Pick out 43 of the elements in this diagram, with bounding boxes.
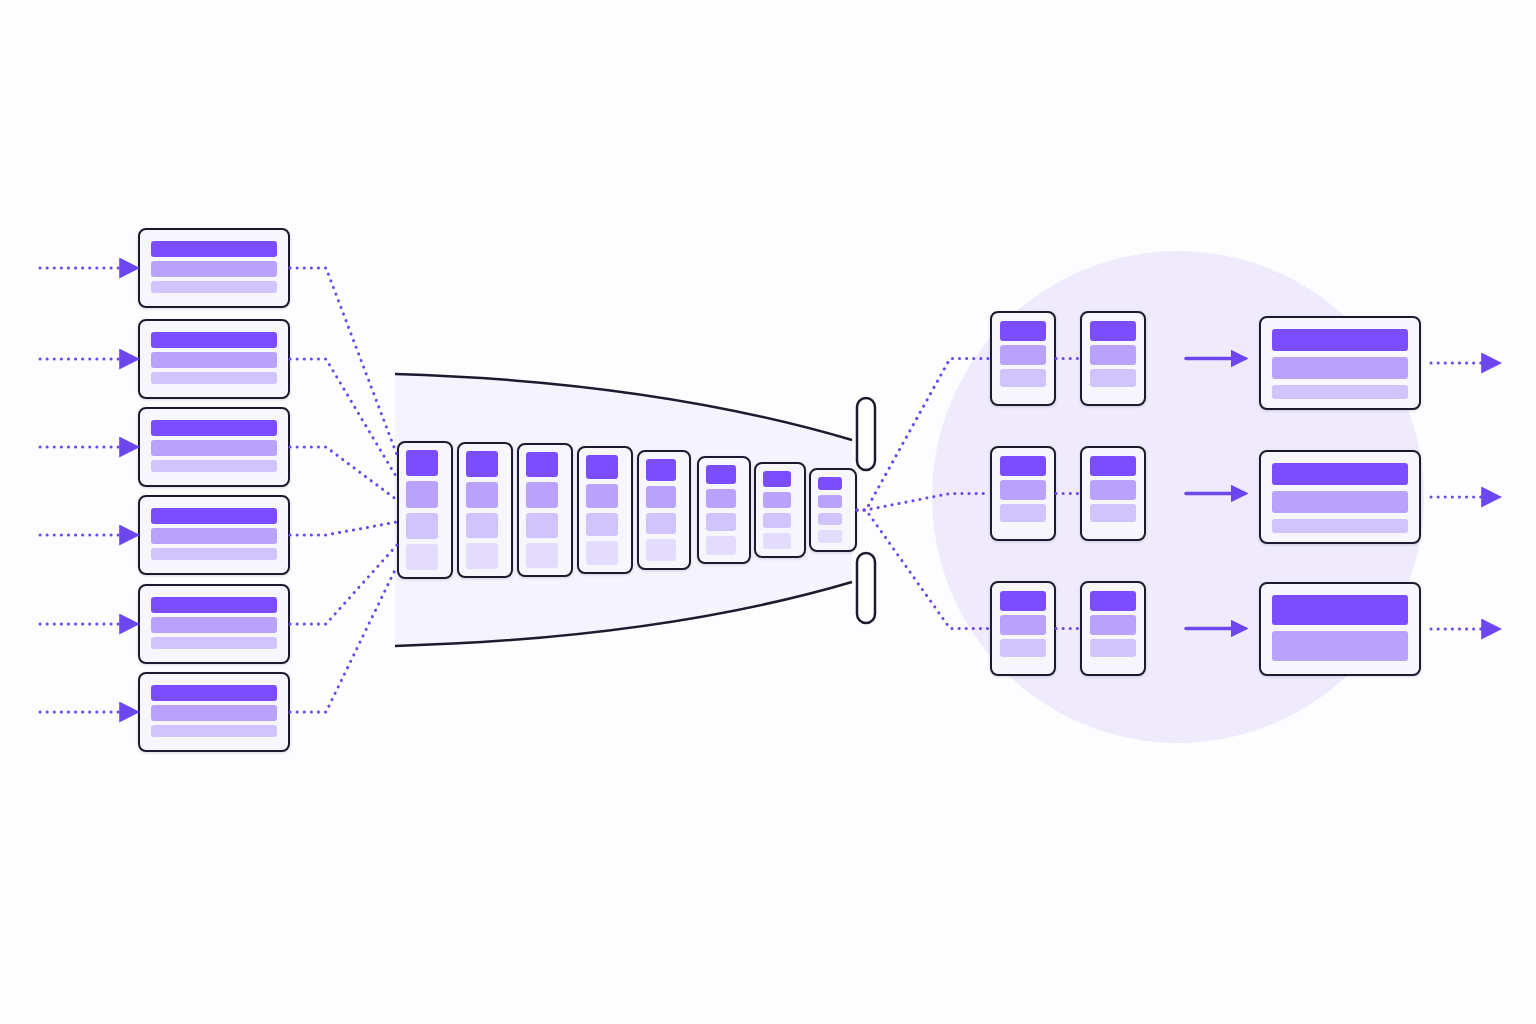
card [1259,316,1421,410]
card [517,443,573,577]
arrow [38,348,141,370]
card [1259,582,1421,676]
card [697,456,751,564]
arrow [1429,486,1503,508]
arrow [38,257,141,279]
dotted-connector [1054,357,1082,360]
dotted-connector [1054,492,1082,495]
arrow [1184,349,1249,368]
card [138,228,290,308]
card [138,584,290,664]
card [397,441,453,579]
card [637,450,691,570]
arrow [38,436,141,458]
dotted-connector [288,543,399,626]
card [1080,581,1146,676]
card [809,468,857,552]
card [990,311,1056,406]
dotted-connector [1054,627,1082,630]
card [138,407,290,487]
card [1259,450,1421,544]
card [1080,311,1146,406]
arrow [1429,352,1503,374]
arrow [1184,484,1249,503]
arrow [38,701,141,723]
card [577,446,633,574]
card [990,446,1056,541]
card [754,462,806,558]
dotted-connector [288,520,399,537]
dotted-connector [855,508,992,630]
arrow [1184,619,1249,638]
card [1080,446,1146,541]
card [138,495,290,575]
card [457,442,513,578]
arrow [1429,618,1503,640]
dotted-connector [288,445,399,502]
card [990,581,1056,676]
arrow [38,613,141,635]
card [138,319,290,399]
arrow [38,524,141,546]
dotted-connector [288,266,399,457]
card [138,672,290,752]
